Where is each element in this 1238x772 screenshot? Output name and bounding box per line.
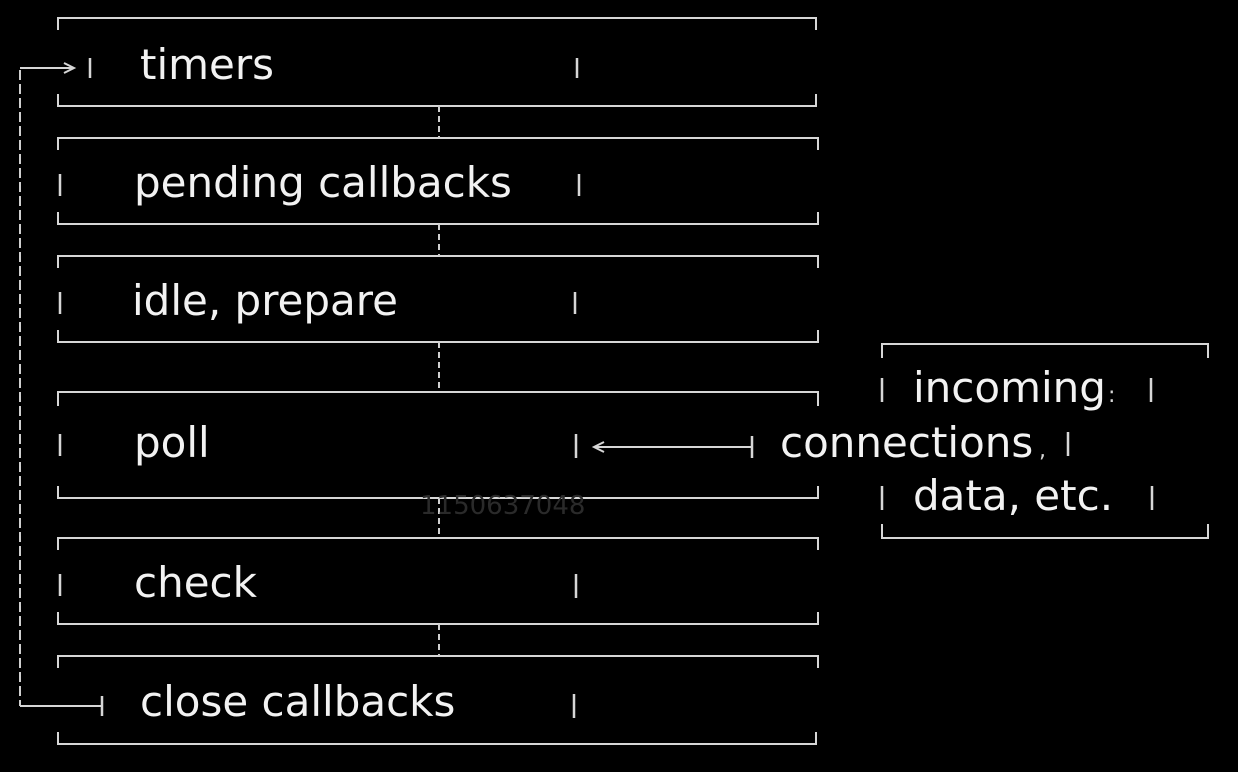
incoming-line-1: incoming — [913, 363, 1106, 412]
phase-idle-prepare: idle, prepare — [57, 255, 819, 343]
incoming-to-poll-arrow — [591, 436, 754, 458]
phase-pending-callbacks: pending callbacks — [57, 137, 819, 225]
loop-back-arrow — [19, 62, 102, 707]
phase-label-timers: timers — [140, 40, 274, 89]
phase-label-idle-prepare: idle, prepare — [132, 276, 398, 325]
incoming-separator-2: , — [1039, 438, 1046, 463]
phase-close-callbacks: close callbacks — [57, 655, 819, 745]
phase-check: check — [57, 537, 819, 625]
incoming-line-2: connections — [780, 418, 1033, 467]
phase-label-poll: poll — [134, 418, 210, 467]
phase-timers: timers — [57, 17, 817, 107]
incoming-separator-1: : — [1108, 383, 1115, 408]
watermark: 1150637048 — [420, 491, 585, 521]
phase-label-close-callbacks: close callbacks — [140, 677, 455, 726]
incoming-box: incoming : connections , data, etc. — [780, 343, 1209, 539]
phase-label-pending-callbacks: pending callbacks — [134, 158, 512, 207]
incoming-line-3: data, etc. — [913, 471, 1113, 520]
phase-poll: poll — [57, 391, 819, 499]
phase-label-check: check — [134, 558, 258, 607]
